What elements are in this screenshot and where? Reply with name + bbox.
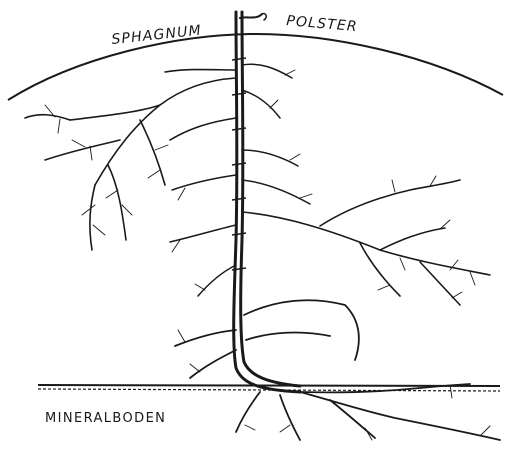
sphagnum-cushion-outline <box>8 34 503 100</box>
left-mid-roots <box>170 175 236 296</box>
left-upper-roots <box>25 70 236 251</box>
mineralboden-label: MINERALBODEN <box>45 411 166 426</box>
polster-label: POLSTER <box>286 13 359 35</box>
right-upper-roots <box>242 64 310 204</box>
right-mid-roots <box>242 180 490 305</box>
lower-roots <box>175 300 500 440</box>
